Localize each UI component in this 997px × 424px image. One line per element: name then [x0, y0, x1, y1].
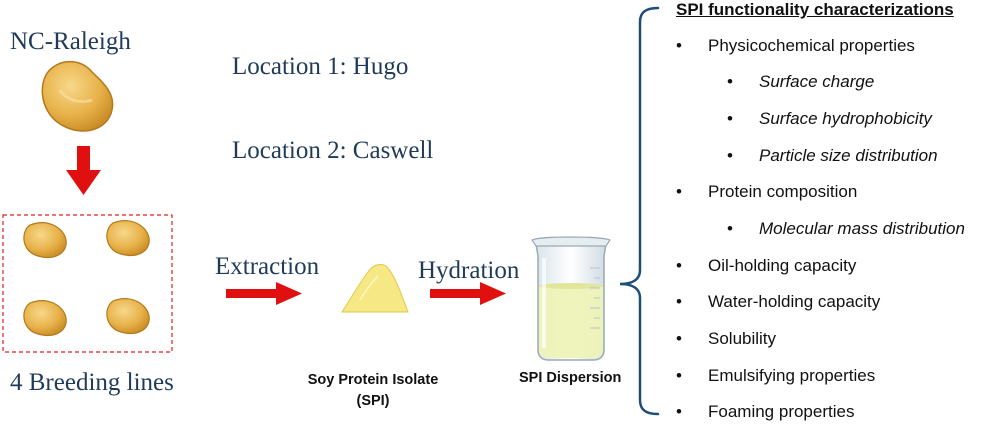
bullet: •	[727, 109, 733, 128]
bullet: •	[727, 146, 733, 165]
list-item-label: Foaming properties	[708, 402, 855, 421]
hydration-label: Hydration	[418, 257, 520, 284]
soybean-icon	[41, 60, 114, 132]
beaker-icon	[531, 236, 611, 361]
characterizations-heading: SPI functionality characterizations	[676, 0, 954, 19]
bullet: •	[676, 256, 682, 275]
soybean-icon-3	[23, 300, 67, 336]
list-item-label: Molecular mass distribution	[759, 219, 965, 238]
spi-label-line1: Soy Protein Isolate	[307, 372, 439, 388]
extraction-arrow-icon	[226, 282, 302, 305]
bullet: •	[676, 402, 682, 421]
down-arrow-icon	[66, 146, 101, 195]
location-2-label: Location 2: Caswell	[232, 137, 434, 164]
soybean-icon-1	[23, 222, 67, 258]
curly-brace-icon	[619, 6, 660, 416]
hydration-arrow-icon	[430, 282, 506, 305]
soybean-icon-4	[106, 298, 150, 334]
list-item-label: Protein composition	[708, 182, 858, 201]
extraction-label: Extraction	[215, 253, 320, 280]
location-1-label: Location 1: Hugo	[232, 53, 409, 80]
list-item-label: Oil-holding capacity	[708, 256, 857, 275]
list-item-label: Emulsifying properties	[708, 366, 876, 385]
list-item-label: Surface hydrophobicity	[759, 109, 932, 128]
bullet: •	[676, 366, 682, 385]
bullet: •	[727, 72, 733, 91]
dispersion-label: SPI Dispersion	[519, 370, 622, 386]
soybean-icon-2	[106, 220, 150, 256]
list-item-label: Solubility	[708, 329, 777, 348]
spi-label-line2: (SPI)	[356, 393, 390, 409]
bullet: •	[676, 329, 682, 348]
source-label: NC-Raleigh	[10, 28, 131, 55]
spi-label: Soy Protein Isolate (SPI)	[296, 370, 450, 412]
list-item-label: Physicochemical properties	[708, 36, 915, 55]
breeding-lines-box	[2, 214, 173, 353]
bullet: •	[727, 219, 733, 238]
protein-powder-icon	[341, 263, 409, 313]
list-item-label: Particle size distribution	[759, 146, 938, 165]
bullet: •	[676, 36, 682, 55]
list-item-label: Surface charge	[759, 72, 875, 91]
bullet: •	[676, 292, 682, 311]
list-item-label: Water-holding capacity	[708, 292, 881, 311]
breeding-lines-label: 4 Breeding lines	[10, 369, 174, 396]
bullet: •	[676, 182, 682, 201]
